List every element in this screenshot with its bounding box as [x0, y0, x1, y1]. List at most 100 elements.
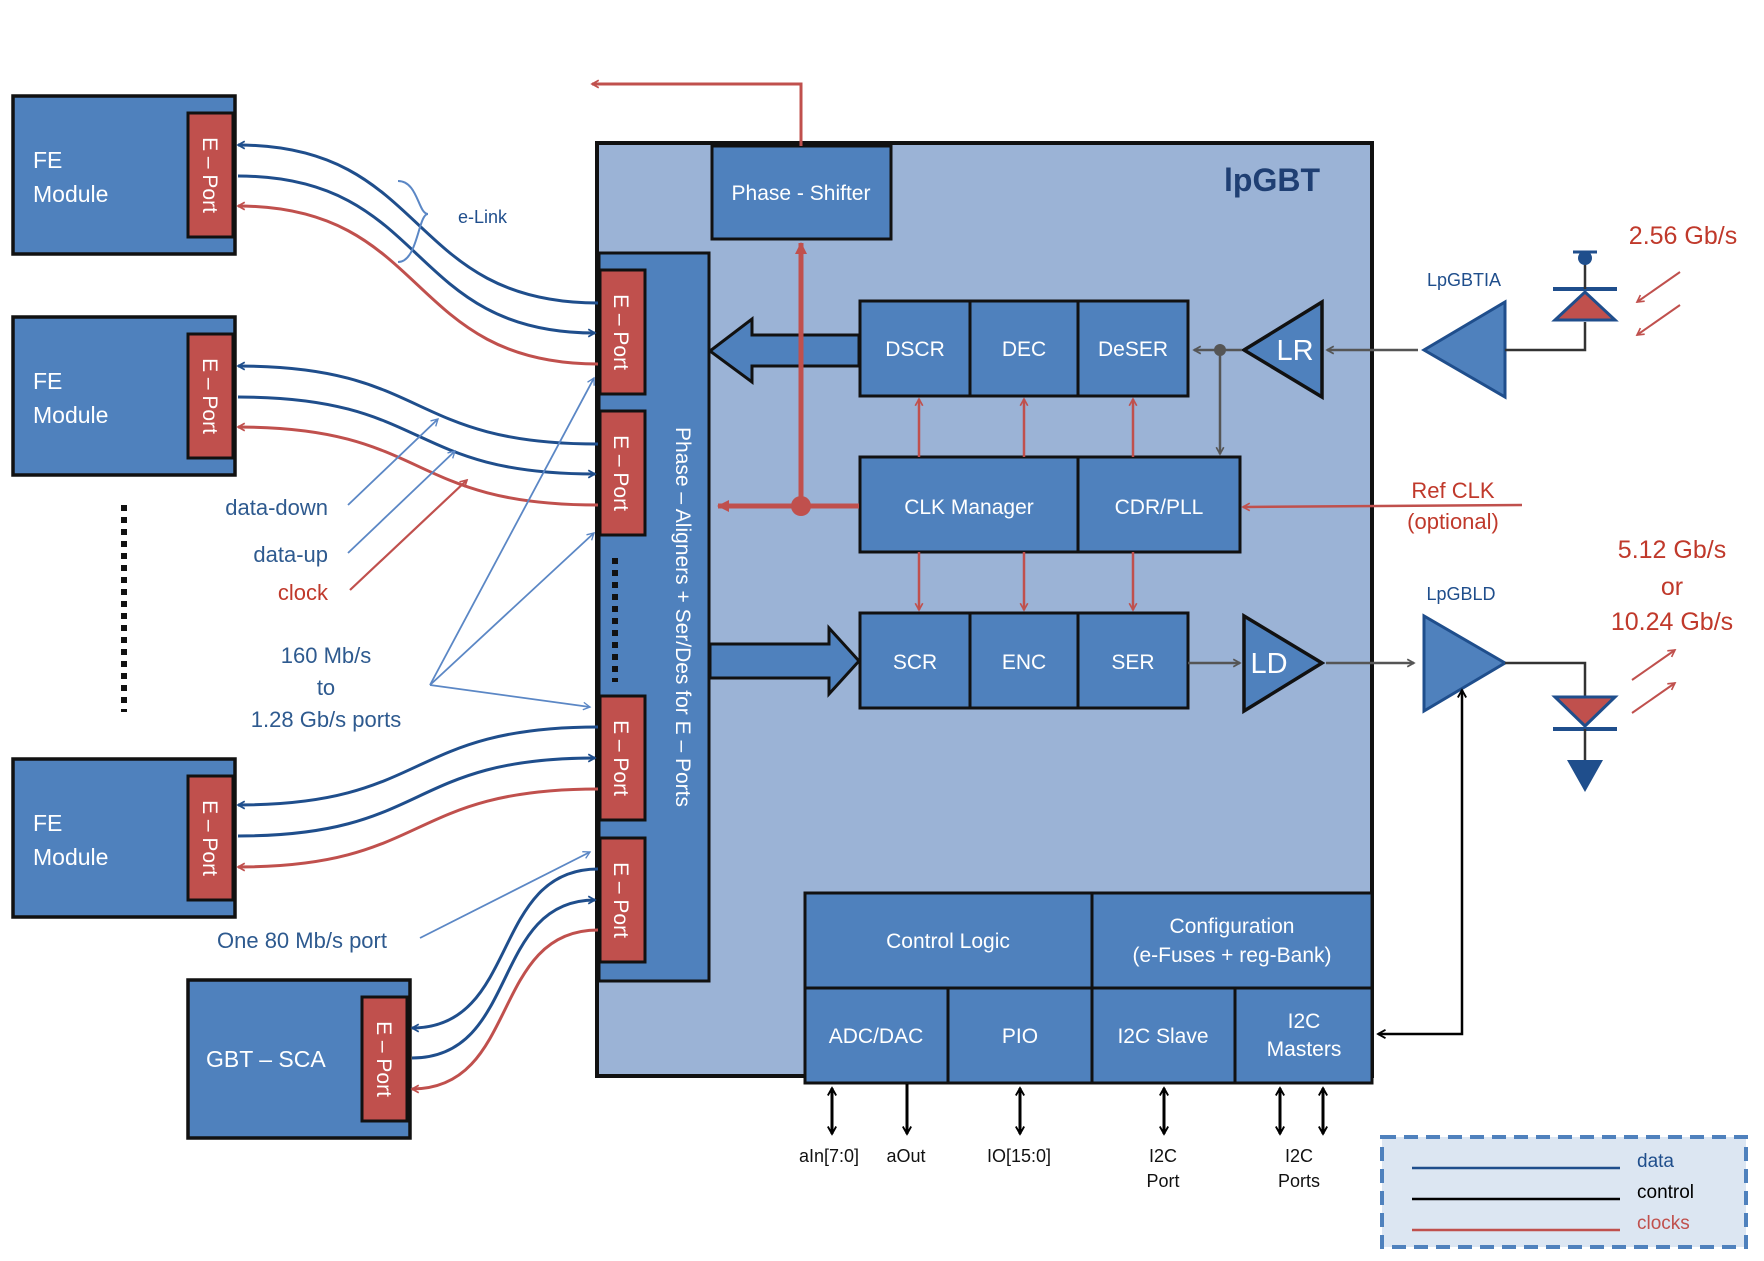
rx-split-dot [1214, 344, 1226, 356]
i2c-control-line [1378, 690, 1462, 1034]
phase-shifter-label: Phase - Shifter [732, 182, 871, 205]
elink-label: e-Link [458, 207, 508, 227]
gbt-sca-module: GBT – SCA E – Port [186, 978, 412, 1140]
i2c-masters-sub: Masters [1267, 1038, 1342, 1061]
fe-module-3: FE Module E – Port [11, 757, 237, 919]
rx-data-block-arrow [707, 315, 861, 385]
adc-dac-label: ADC/DAC [829, 1025, 924, 1048]
clk-manager-block [858, 455, 1080, 554]
svg-text:FE: FE [33, 368, 62, 394]
tx-data-block-arrow [708, 624, 862, 698]
legend: data control clocks [1380, 1135, 1748, 1249]
tx-rate-1: 5.12 Gb/s [1618, 536, 1726, 564]
rx-rate: 2.56 Gb/s [1629, 222, 1737, 250]
clk-manager-label: CLK Manager [904, 496, 1034, 519]
scr-label: SCR [893, 651, 937, 674]
scr-block [858, 611, 972, 710]
control-logic-label: Control Logic [886, 930, 1010, 953]
ports-rate-3: 1.28 Gb/s ports [251, 707, 401, 732]
svg-text:Module: Module [33, 402, 108, 428]
lpgbtia-label: LpGBTIA [1427, 270, 1501, 290]
cdr-pll-label: CDR/PLL [1115, 496, 1204, 519]
ref-clk-line [1243, 505, 1523, 507]
legend-clocks-label: clocks [1637, 1213, 1690, 1234]
pin-aout: aOut [886, 1146, 925, 1166]
internal-clock-lines [717, 242, 859, 512]
i2c-slave-block [1090, 986, 1237, 1085]
elink-lines [238, 145, 599, 1089]
svg-text:FE: FE [33, 147, 62, 173]
chip-eport-4: E – Port [598, 836, 647, 964]
phase-aligners-label: Phase – Aligners + Ser/Des for E – Ports [671, 427, 694, 807]
laser-diode-tx [1505, 650, 1675, 792]
dscr-block [858, 299, 972, 398]
lpgbtia-amplifier [1421, 299, 1507, 400]
svg-text:E – Port: E – Port [198, 137, 221, 213]
pio-block [946, 986, 1094, 1085]
data-up-label: data-up [253, 542, 328, 567]
chip-eport-3: E – Port [598, 694, 647, 822]
svg-text:Module: Module [33, 844, 108, 870]
ld-label: LD [1250, 648, 1287, 680]
phase-shifter-out-arrow [592, 84, 803, 146]
fe-module-1: FE Module E – Port [11, 94, 237, 256]
ports-rate-2: to [317, 675, 335, 700]
fe-module-2: FE Module E – Port [11, 315, 237, 477]
svg-text:E – Port: E – Port [198, 800, 221, 876]
clock-junction [791, 496, 811, 516]
lr-amplifier [1240, 298, 1324, 401]
svg-text:E – Port: E – Port [609, 435, 632, 511]
deser-block [1076, 299, 1190, 398]
svg-text:E – Port: E – Port [609, 862, 632, 938]
ld-amplifier [1242, 612, 1326, 715]
chip-eport-2: E – Port [598, 409, 647, 537]
pin-i2c-port-sub: Port [1146, 1171, 1179, 1191]
pin-i2c-ports: I2C [1285, 1146, 1313, 1166]
data-down-label: data-down [225, 495, 328, 520]
ser-block [1076, 611, 1190, 710]
clock-to-chains [919, 399, 1133, 610]
chip-title: lpGBT [1224, 162, 1320, 198]
pin-io: IO[15:0] [987, 1146, 1051, 1166]
elink-brace [397, 180, 429, 263]
pin-ain: aIn[7:0] [799, 1146, 859, 1166]
lpgbld-amplifier [1422, 613, 1508, 714]
svg-text:E – Port: E – Port [609, 720, 632, 796]
legend-control-label: control [1637, 1182, 1694, 1203]
rx-serial-path [1188, 350, 1418, 663]
configuration-label: Configuration [1170, 915, 1295, 938]
ser-label: SER [1111, 651, 1154, 674]
deser-label: DeSER [1098, 338, 1168, 361]
tx-rate-2: 10.24 Gb/s [1611, 608, 1733, 636]
pio-label: PIO [1002, 1025, 1038, 1048]
lpgbld-label: LpGBLD [1426, 584, 1495, 604]
ref-clk-optional: (optional) [1407, 509, 1499, 534]
clock-label: clock [278, 580, 329, 605]
annotation-pointers [347, 376, 596, 939]
i2c-slave-label: I2C Slave [1117, 1025, 1208, 1048]
svg-text:FE: FE [33, 810, 62, 836]
one-port-label: One 80 Mb/s port [217, 928, 387, 953]
svg-text:Module: Module [33, 181, 108, 207]
configuration-block [1090, 891, 1374, 990]
i2c-masters-block [1233, 986, 1374, 1085]
pin-i2c-ports-sub: Ports [1278, 1171, 1320, 1191]
svg-text:GBT – SCA: GBT – SCA [206, 1046, 326, 1072]
chip-eport-1: E – Port [598, 268, 647, 396]
dscr-label: DSCR [885, 338, 945, 361]
pin-arrows [832, 1084, 1323, 1134]
tx-rate-or: or [1661, 573, 1683, 601]
dec-block [968, 299, 1080, 398]
photodiode-rx [1505, 250, 1681, 352]
lr-label: LR [1276, 335, 1313, 367]
svg-text:E – Port: E – Port [198, 358, 221, 434]
adc-dac-block [803, 986, 950, 1085]
enc-label: ENC [1002, 651, 1046, 674]
configuration-sub: (e-Fuses + reg-Bank) [1133, 944, 1332, 967]
cdr-pll-block [1076, 455, 1242, 554]
ref-clk-label: Ref CLK [1411, 478, 1494, 503]
pin-i2c-port: I2C [1149, 1146, 1177, 1166]
svg-text:E – Port: E – Port [609, 294, 632, 370]
dec-label: DEC [1002, 338, 1046, 361]
